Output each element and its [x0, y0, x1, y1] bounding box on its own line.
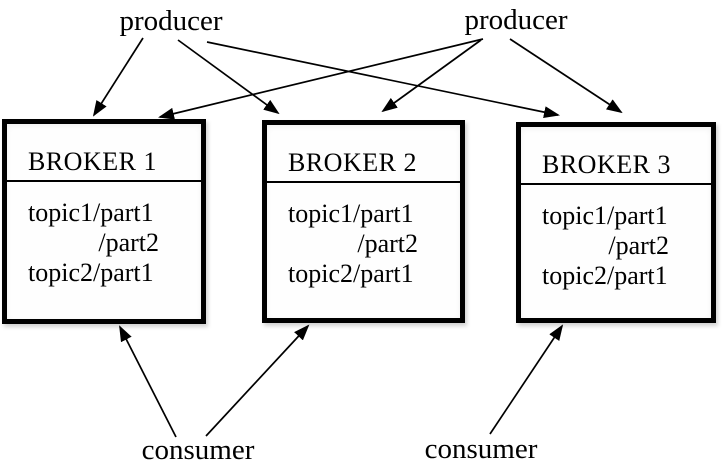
topic-partition-entry: /part2 [98, 228, 159, 257]
broker-1-title: BROKER 1 [28, 147, 157, 176]
broker-3-topics: topic1/part1 /part2 topic2/part1 [542, 201, 669, 291]
broker-1-topics: topic1/part1 /part2 topic2/part1 [28, 198, 159, 288]
arrow-producer-2-to-broker-2 [381, 39, 482, 113]
broker-2-separator [267, 181, 460, 183]
topic-partition-entry: /part2 [357, 229, 418, 258]
arrow-consumer-1-to-broker-1 [119, 325, 177, 438]
arrow-producer-2-to-broker-3 [509, 38, 623, 114]
arrow-consumer-1-to-broker-2 [205, 324, 310, 437]
topic-partition-entry: topic2/part1 [288, 259, 414, 288]
producer-2-label: producer [464, 4, 568, 36]
topic-partition-entry: topic1/part1 [28, 198, 154, 227]
broker-2-topics: topic1/part1 /part2 topic2/part1 [288, 199, 418, 289]
topic-partition-entry: /part2 [608, 231, 669, 260]
arrow-producer-2-to-broker-1 [158, 38, 484, 120]
arrow-producer-1-to-broker-1 [92, 37, 144, 117]
arrow-consumer-2-to-broker-3 [489, 324, 564, 435]
broker-1-separator [7, 180, 201, 182]
broker-3-title: BROKER 3 [542, 150, 671, 179]
arrow-producer-1-to-broker-2 [177, 39, 280, 115]
arrow-producer-1-to-broker-3 [206, 41, 560, 119]
topic-partition-entry: topic2/part1 [542, 261, 668, 290]
broker-3-separator [521, 183, 711, 185]
topic-partition-entry: topic2/part1 [28, 258, 154, 287]
consumer-2-label: consumer [424, 433, 538, 465]
broker-2-title: BROKER 2 [288, 148, 417, 177]
producer-1-label: producer [119, 5, 223, 37]
broker-1-box: BROKER 1 topic1/part1 /part2 topic2/part… [2, 119, 206, 324]
topic-partition-entry: topic1/part1 [288, 199, 414, 228]
topic-partition-entry: topic1/part1 [542, 201, 668, 230]
broker-2-box: BROKER 2 topic1/part1 /part2 topic2/part… [262, 120, 465, 323]
consumer-1-label: consumer [141, 434, 255, 466]
broker-3-box: BROKER 3 topic1/part1 /part2 topic2/part… [516, 122, 716, 323]
